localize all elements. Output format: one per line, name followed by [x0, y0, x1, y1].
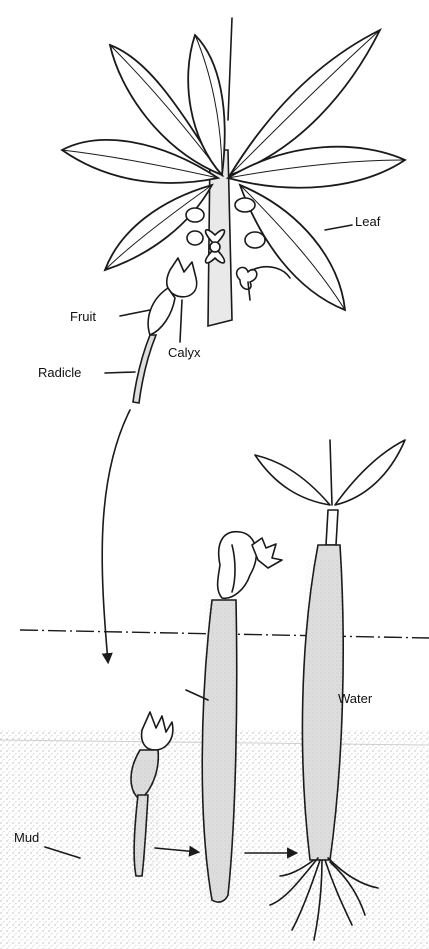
leaf-lower-left [105, 185, 212, 270]
label-mud: Mud [14, 830, 39, 845]
parent-mangrove-plant [62, 18, 405, 403]
fruit-shape [148, 288, 175, 335]
fall-arrow [102, 410, 130, 662]
label-radicle: Radicle [38, 365, 81, 380]
label-water: Water [338, 691, 373, 706]
label-calyx: Calyx [168, 345, 201, 360]
attached-propagule [133, 258, 197, 403]
radicle-shape [133, 335, 156, 403]
label-leaf: Leaf [355, 214, 381, 229]
label-fruit: Fruit [70, 309, 96, 324]
calyx-shape [167, 258, 197, 297]
